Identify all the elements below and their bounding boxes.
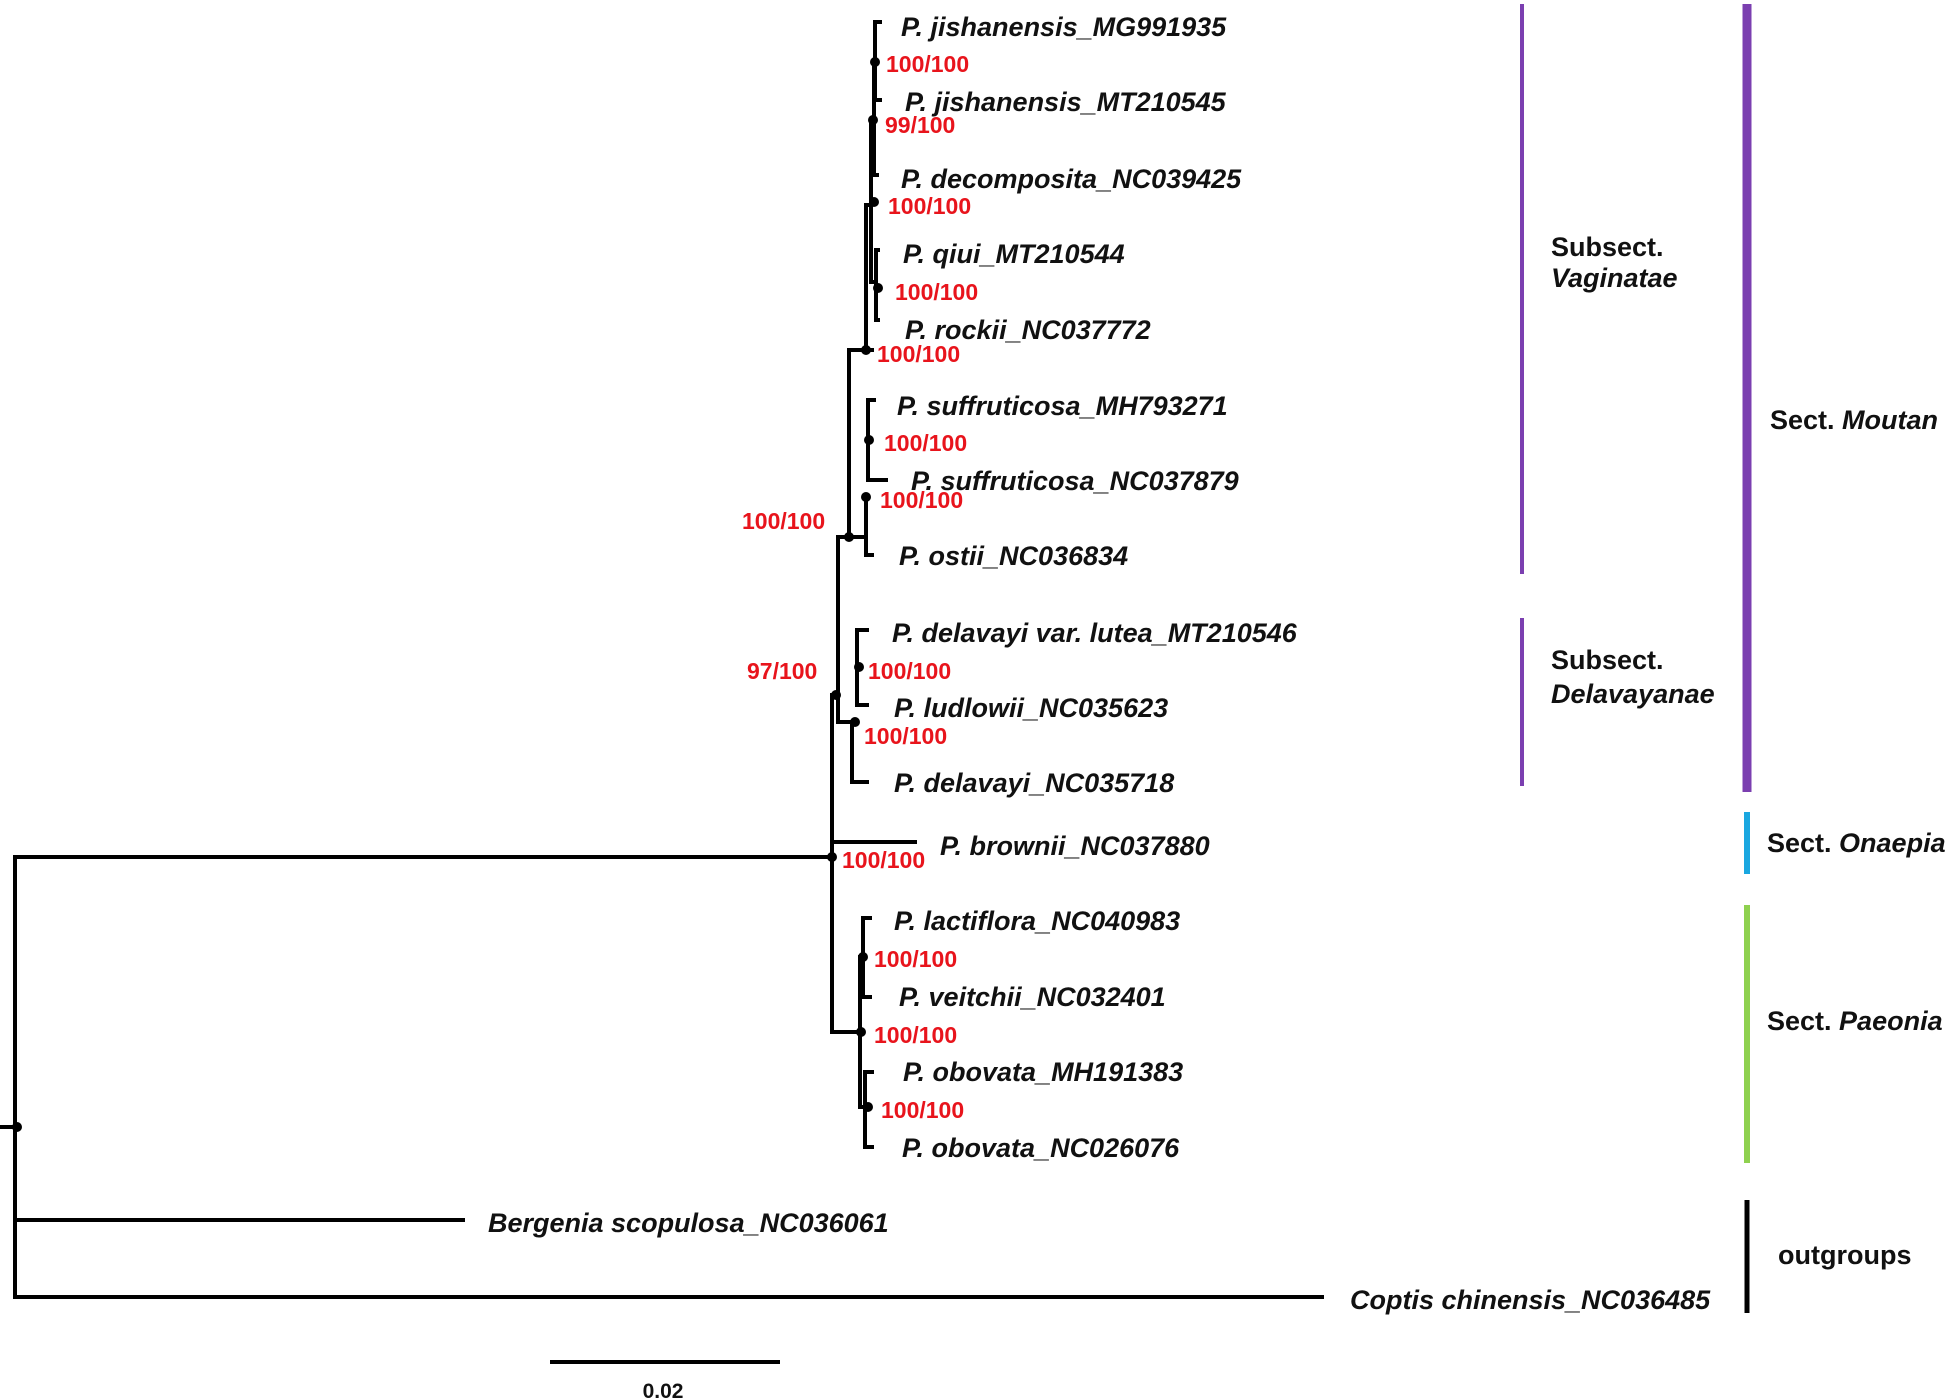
vaginatae-label-line1: Subsect. [1551,232,1664,262]
leaf-label: P. obovata_NC026076 [902,1133,1180,1163]
leaf-label: P. obovata_MH191383 [903,1057,1183,1087]
onaepia-label-prefix: Sect. [1767,828,1839,858]
onaepia-label-name: Onaepia [1839,828,1946,858]
node-vaginatae-upper [861,345,871,355]
leaf-label: P. ludlowii_NC035623 [894,693,1168,723]
support-value: 100/100 [886,51,969,77]
node-paeonia [856,1027,866,1037]
support-value: 100/100 [868,658,951,684]
tree-nodes [12,57,883,1132]
leaf-label: P. jishanensis_MT210545 [905,87,1227,117]
support-value: 100/100 [881,1097,964,1123]
leaf-label: P. delavayi var. lutea_MT210546 [892,618,1298,648]
outgroups-label: outgroups [1778,1240,1911,1270]
tree-branches [0,20,1324,1299]
leaf-label: P. suffruticosa_NC037879 [911,466,1239,496]
leaf-label: P. lactiflora_NC040983 [894,906,1180,936]
node-moutan [831,690,841,700]
support-value: 100/100 [877,341,960,367]
leaf-label: Bergenia scopulosa_NC036061 [488,1208,889,1238]
leaf-labels: P. jishanensis_MG991935 P. jishanensis_M… [488,12,1711,1315]
node-vaginatae [844,532,854,542]
leaf-label: P. jishanensis_MG991935 [901,12,1227,42]
scale-bar-label: 0.02 [643,1380,684,1399]
moutan-label: Sect. Moutan [1770,405,1938,435]
node-obovata [863,1102,873,1112]
group-bars [1520,4,1752,1313]
node-delavayanae [850,717,860,727]
node-ostii [861,492,871,502]
support-value: 100/100 [742,508,825,534]
paeonia-label-name: Paeonia [1839,1006,1943,1036]
node-delavayanae-inner [854,662,864,672]
node-jishanensis [870,57,880,67]
support-values: 100/100 99/100 100/100 100/100 100/100 1… [742,51,978,1123]
leaf-label: P. brownii_NC037880 [940,831,1210,861]
support-value: 100/100 [864,723,947,749]
delavayanae-label-line2: Delavayanae [1551,679,1715,709]
support-value: 100/100 [880,487,963,513]
node-decomposita [869,197,879,207]
node-lactiflora [858,952,868,962]
node-qiui [873,283,883,293]
leaf-label: P. suffruticosa_MH793271 [897,391,1228,421]
onaepia-label: Sect. Onaepia [1767,828,1946,858]
support-value: 100/100 [874,1022,957,1048]
leaf-label: P. veitchii_NC032401 [899,982,1166,1012]
leaf-label: P. rockii_NC037772 [905,315,1151,345]
paeonia-label-prefix: Sect. [1767,1006,1839,1036]
support-value: 100/100 [874,946,957,972]
support-value: 100/100 [884,430,967,456]
node-ingroup [827,852,837,862]
leaf-label: P. ostii_NC036834 [899,541,1128,571]
support-value: 100/100 [895,279,978,305]
scale-bar: 0.02 [550,1360,780,1399]
support-value: 97/100 [747,658,817,684]
vaginatae-label-line2: Vaginatae [1551,263,1678,293]
node-clade-b [868,115,878,125]
paeonia-label: Sect. Paeonia [1767,1006,1943,1036]
support-value: 100/100 [842,847,925,873]
leaf-label: P. decomposita_NC039425 [901,164,1242,194]
moutan-label-prefix: Sect. [1770,405,1842,435]
moutan-label-name: Moutan [1842,405,1938,435]
node-suffruticosa [864,435,874,445]
support-value: 99/100 [885,112,955,138]
leaf-label: P. qiui_MT210544 [903,239,1125,269]
delavayanae-label-line1: Subsect. [1551,645,1664,675]
support-value: 100/100 [888,193,971,219]
group-labels: Subsect. Vaginatae Subsect. Delavayanae … [1551,232,1946,1270]
leaf-label: P. delavayi_NC035718 [894,768,1174,798]
leaf-label: Coptis chinensis_NC036485 [1350,1285,1711,1315]
node-root [12,1122,22,1132]
